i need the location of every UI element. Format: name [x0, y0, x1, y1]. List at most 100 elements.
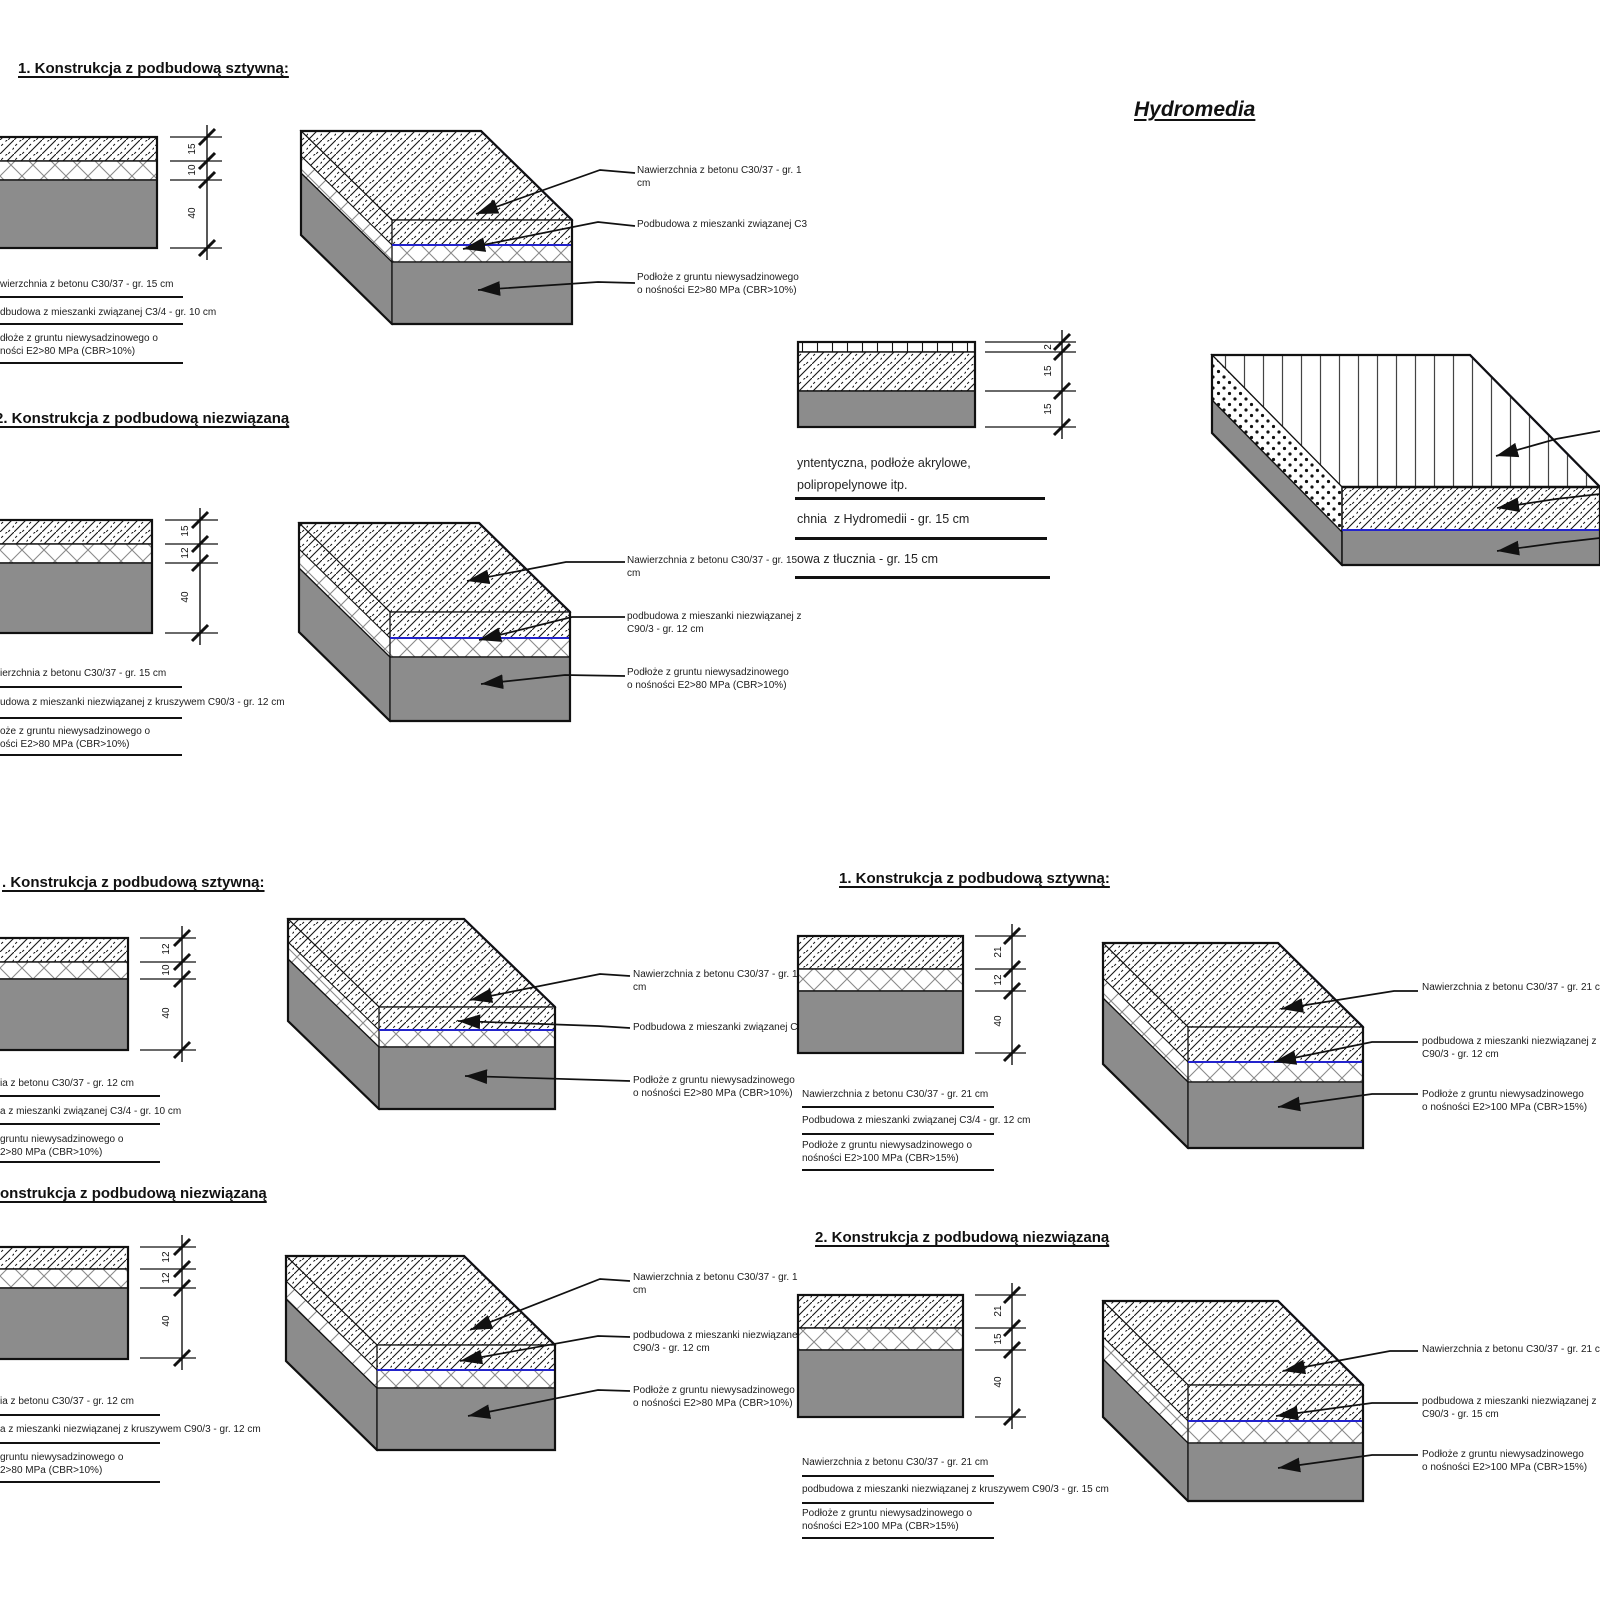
cross-section-outline	[796, 1293, 965, 1419]
dim-value: 40	[180, 591, 191, 603]
layer-label: dbudowa z mieszanki związanej C3/4 - gr.…	[0, 307, 217, 318]
cross-section-outline	[796, 934, 965, 1055]
layer-label: Podłoże z gruntu niewysadzinowego o nośn…	[802, 1140, 973, 1164]
dim-tick	[1052, 342, 1072, 362]
iso-label: Podłoże z gruntu niewysadzinowego o nośn…	[1422, 1449, 1588, 1473]
section-title: 1. Konstrukcja z podbudową sztywną:	[839, 870, 1110, 887]
iso-label: Podłoże z gruntu niewysadzinowego o nośn…	[1422, 1089, 1588, 1113]
dim-value: 15	[993, 1333, 1004, 1345]
dim-value: 40	[993, 1015, 1004, 1027]
iso-front-subbase	[1187, 1420, 1364, 1444]
leader-arrow	[459, 1335, 631, 1365]
leader-arrow	[466, 561, 625, 585]
cross-section-outline	[796, 340, 977, 429]
cross-section-layer	[0, 1246, 129, 1270]
iso-front-pavement	[1187, 1384, 1364, 1422]
iso-front-subbase	[389, 637, 571, 658]
section-title: . Konstrukcja z podbudową sztywną:	[2, 874, 265, 891]
leader-arrow	[1277, 1454, 1418, 1473]
cross-section-layer	[797, 351, 976, 392]
dim-tick	[197, 127, 217, 147]
label-rule	[0, 686, 182, 688]
dim-tick	[172, 1278, 192, 1298]
label-rule	[795, 576, 1050, 579]
dim-tick	[172, 1237, 192, 1257]
cross-section-layer	[797, 968, 964, 992]
dim-tick	[197, 151, 217, 171]
dim-value: 12	[161, 1251, 172, 1263]
label-rule	[802, 1169, 994, 1171]
leader-arrow	[467, 1389, 631, 1419]
layer-label: Podłoże z gruntu niewysadzinowego o nośn…	[802, 1508, 973, 1532]
dim-value: 12	[180, 547, 191, 559]
dim-tick	[1002, 1043, 1022, 1063]
dim-tick	[172, 969, 192, 989]
label-rule	[0, 717, 182, 719]
cross-section-layer	[0, 1268, 129, 1289]
dim-value: 40	[187, 207, 198, 219]
dim-tick	[1002, 1340, 1022, 1360]
cross-section-layer	[0, 136, 158, 162]
cross-section-layer	[0, 543, 153, 564]
layer-label: Nawierzchnia z betonu C30/37 - gr. 21 cm	[802, 1089, 989, 1100]
iso-front-ground	[391, 261, 573, 325]
cross-section-layer	[0, 978, 129, 1051]
cross-section-layer	[797, 390, 976, 428]
hydromedia-front-layer	[1341, 486, 1600, 531]
iso-label: Nawierzchnia z betonu C30/37 - gr. 1 cm	[633, 1272, 798, 1296]
label-rule	[0, 1414, 160, 1416]
cross-section-outline	[0, 1245, 130, 1361]
dim-tick	[197, 170, 217, 190]
leader-arrow	[1275, 1402, 1418, 1421]
layer-label: owa z tłucznia - gr. 15 cm	[797, 552, 939, 566]
section-title: onstrukcja z podbudową niezwiązaną	[0, 1185, 267, 1202]
dim-value: 40	[161, 1007, 172, 1019]
label-rule	[0, 754, 182, 756]
cross-section-layer	[797, 990, 964, 1054]
label-rule	[802, 1133, 994, 1135]
leader-arrow	[475, 169, 636, 215]
dim-tick	[172, 1259, 192, 1279]
iso-label: Podbudowa z mieszanki związanej C	[633, 1022, 798, 1033]
section-title: 2. Konstrukcja z podbudową niezwiązaną	[0, 410, 290, 427]
leader-arrow	[1280, 990, 1418, 1013]
label-rule	[0, 1095, 160, 1097]
leader-arrow	[477, 281, 636, 296]
iso-label: podbudowa z mieszanki niezwiązanej z C90…	[627, 611, 802, 635]
dim-value: 12	[161, 943, 172, 955]
dim-tick	[172, 928, 192, 948]
cross-section-layer	[0, 160, 158, 181]
iso-outline	[1210, 353, 1600, 567]
dim-value: 15	[180, 525, 191, 537]
dim-tick	[190, 510, 210, 530]
iso-label: Podbudowa z mieszanki związanej C3	[637, 219, 808, 230]
layer-label: Podbudowa z mieszanki związanej C3/4 - g…	[802, 1115, 1031, 1126]
dim-tick	[1002, 981, 1022, 1001]
iso-label: podbudowa z mieszanki niezwiązanej z kru…	[1422, 1396, 1600, 1420]
leader-arrow	[478, 616, 625, 642]
leader-arrow	[469, 1278, 631, 1331]
leader-arrow	[457, 1014, 631, 1030]
label-rule	[802, 1537, 994, 1539]
cross-section-layer	[0, 1287, 129, 1360]
dim-value: 15	[187, 143, 198, 155]
layer-label: wierzchnia z betonu C30/37 - gr. 15 cm	[0, 279, 174, 290]
iso-label: podbudowa z mieszanki niezwiązanej z kru…	[1422, 1036, 1600, 1060]
layer-label: ierzchnia z betonu C30/37 - gr. 15 cm	[0, 668, 167, 679]
label-rule	[0, 1442, 160, 1444]
layer-label: gruntu niewysadzinowego o 2>80 MPa (CBR>…	[0, 1452, 124, 1476]
dim-tick	[1002, 926, 1022, 946]
layer-label: Nawierzchnia z betonu C30/37 - gr. 21 cm	[802, 1457, 989, 1468]
cross-section-layer	[0, 562, 153, 634]
iso-label: podbudowa z mieszanki niezwiązane C90/3 …	[633, 1330, 798, 1354]
leader-arrow	[1273, 1041, 1418, 1065]
label-rule	[802, 1106, 994, 1108]
iso-front-subbase	[378, 1029, 556, 1048]
label-rule	[802, 1502, 994, 1504]
iso-outline	[299, 129, 574, 326]
label-rule	[0, 362, 183, 364]
iso-front-subbase	[376, 1369, 556, 1389]
iso-outline	[297, 521, 572, 723]
